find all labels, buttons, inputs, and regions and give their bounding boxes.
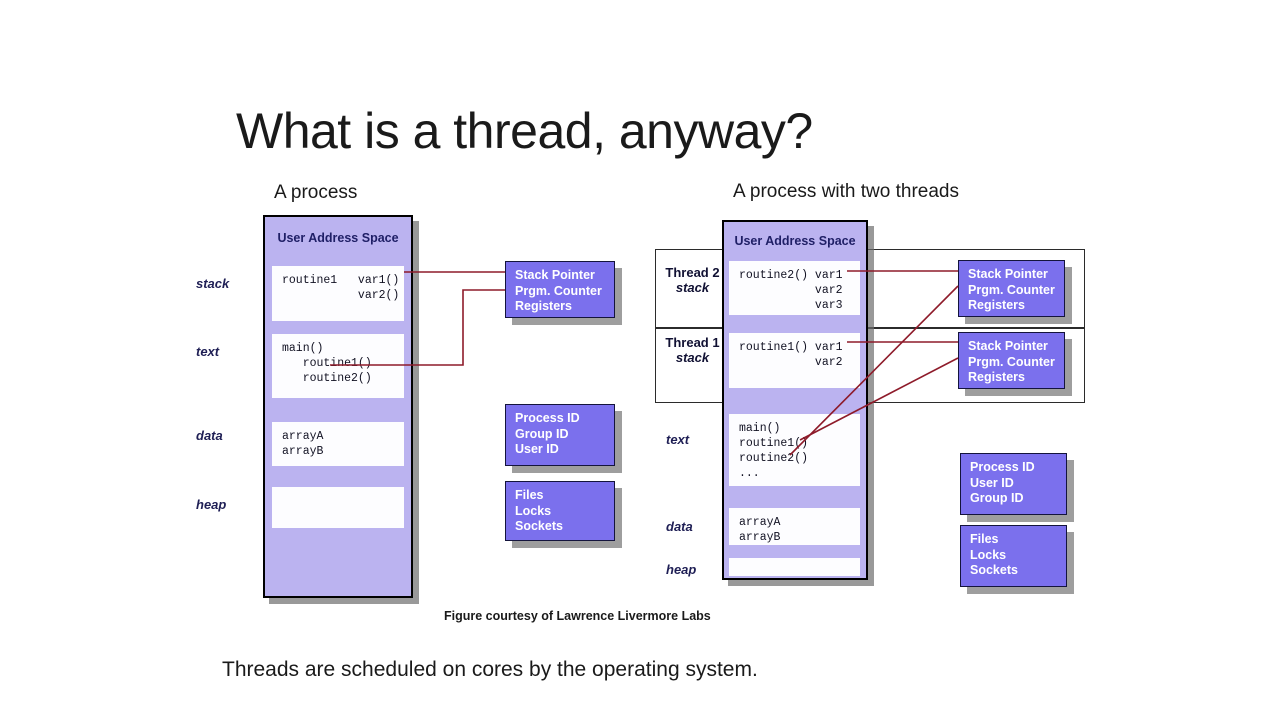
left-info-resources: Files Locks Sockets [505,481,615,541]
right-diagram-caption: A process with two threads [733,181,959,202]
right-thread-label-1: Thread 1 stack [655,335,730,365]
right-thread-label-2-name: Thread 2 [665,265,720,280]
left-diagram-caption: A process [274,182,358,203]
right-row-label-data: data [666,519,693,534]
right-cell-text: main() routine1() routine2() ... [729,414,860,486]
right-info-resources: Files Locks Sockets [960,525,1067,587]
right-thread-label-1-name: Thread 1 [665,335,720,350]
right-cell-thread2-stack: routine2() var1 var2 var3 [729,261,860,315]
right-info-ids: Process ID User ID Group ID [960,453,1067,515]
left-cell-text: main() routine1() routine2() [272,334,404,398]
right-info-registers-thread-2: Stack Pointer Prgm. Counter Registers [958,260,1065,317]
left-row-label-heap: heap [196,497,227,512]
right-row-label-heap: heap [666,562,697,577]
right-thread-label-1-sub: stack [675,350,710,365]
left-info-registers: Stack Pointer Prgm. Counter Registers [505,261,615,318]
figure-credit: Figure courtesy of Lawrence Livermore La… [444,609,711,623]
left-cell-heap [272,487,404,528]
right-thread-label-2: Thread 2 stack [655,265,730,295]
right-cell-heap [729,558,860,576]
left-info-ids: Process ID Group ID User ID [505,404,615,466]
right-row-label-text: text [666,432,690,447]
bottom-note: Threads are scheduled on cores by the op… [222,658,758,681]
right-address-space-title: User Address Space [734,234,856,248]
left-address-space-title: User Address Space [277,231,399,245]
right-thread-label-2-sub: stack [675,280,710,295]
right-cell-thread1-stack: routine1() var1 var2 [729,333,860,388]
page-title: What is a thread, anyway? [236,103,813,159]
left-row-label-text: text [196,344,220,359]
left-cell-data: arrayA arrayB [272,422,404,466]
left-row-label-stack: stack [196,276,230,291]
right-info-registers-thread-1: Stack Pointer Prgm. Counter Registers [958,332,1065,389]
right-cell-data: arrayA arrayB [729,508,860,545]
left-row-label-data: data [196,428,223,443]
left-cell-stack: routine1 var1() var2() [272,266,404,321]
